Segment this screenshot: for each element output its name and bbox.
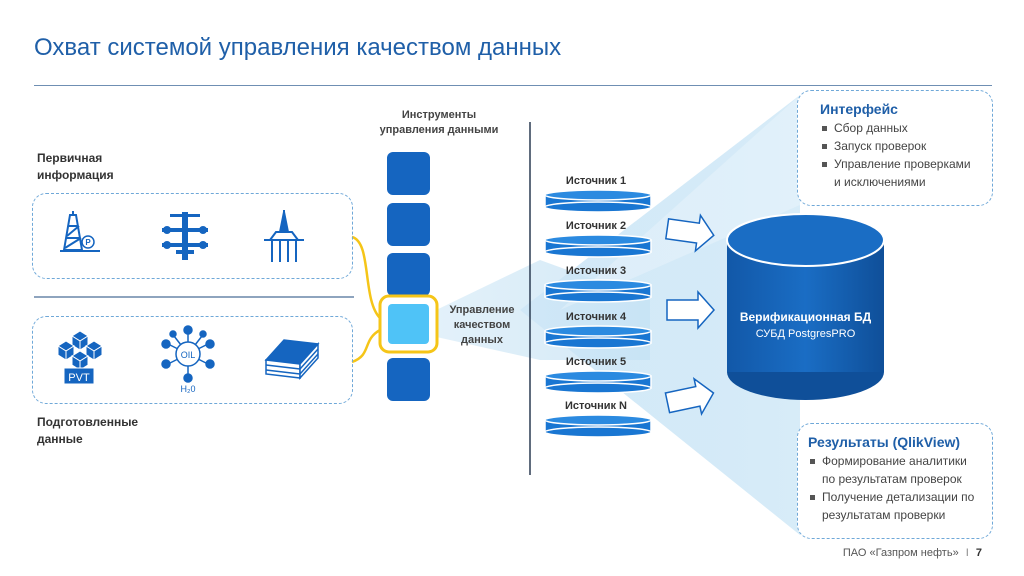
source-label-2: Источник 2 (565, 220, 627, 232)
footer-company: ПАО «Газпром нефть» (842, 547, 959, 559)
verification-beam (520, 95, 800, 535)
prepared-data-label: Подготовленные данные (37, 415, 139, 446)
oil-rig-icon (60, 211, 100, 252)
offshore-platform-icon (264, 210, 304, 262)
results-item-details: Получение детализации по результатам про… (808, 488, 982, 524)
tool-block-2 (387, 203, 430, 246)
arrow-icons (664, 213, 716, 417)
quality-block (388, 304, 429, 344)
source-disks (544, 189, 652, 438)
source-disk-2 (544, 234, 652, 258)
tool-blocks (378, 152, 439, 401)
tool-block-3 (387, 253, 430, 296)
database-title: Верификационная БД (739, 310, 872, 324)
connector-primary (351, 235, 381, 319)
interface-item-collect: Сбор данных (820, 119, 980, 137)
interface-item-manage: Управление проверками и исключениями (820, 155, 980, 191)
source-label-n: Источник N (564, 400, 627, 412)
oil-molecule-icon (161, 325, 215, 383)
source-label-5: Источник 5 (565, 356, 627, 368)
prepared-data-box (32, 316, 353, 404)
pvt-cubes-icon (57, 330, 103, 385)
interface-item-run-checks: Запуск проверок (820, 137, 980, 155)
source-label-3: Источник 3 (565, 265, 627, 277)
database-cylinder (726, 213, 885, 400)
connector-prepared (351, 328, 381, 364)
source-disk-n (544, 414, 652, 438)
oil-label: OIL (181, 350, 196, 360)
page-title: Охват системой управления качеством данн… (34, 34, 562, 61)
tools-label: Инструменты управления данными (379, 109, 499, 136)
source-label-1: Источник 1 (565, 175, 627, 187)
interface-panel-list: Сбор данных Запуск проверок Управление п… (820, 119, 980, 191)
interface-panel: Интерфейс Сбор данных Запуск проверок Уп… (797, 90, 993, 206)
results-panel: Результаты (QlikView) Формирование анали… (797, 423, 993, 539)
pressure-gauge-label: P (85, 238, 91, 247)
source-disk-4 (544, 325, 652, 349)
wellhead-icon (162, 212, 208, 260)
interface-panel-title: Интерфейс (820, 101, 898, 117)
results-panel-list: Формирование аналитики по результатам пр… (808, 452, 982, 524)
pvt-label: PVT (68, 372, 90, 384)
footer: ПАО «Газпром нефть» I 7 (843, 547, 982, 559)
source-disk-1 (544, 189, 652, 213)
results-item-analytics: Формирование аналитики по результатам пр… (808, 452, 982, 488)
pressure-gauge-icon: P (81, 235, 95, 249)
footer-separator: I (965, 547, 969, 559)
reservoir-layers-icon (264, 339, 320, 380)
source-disk-3 (544, 279, 652, 303)
source-disk-5 (544, 370, 652, 394)
tool-block-5 (387, 358, 430, 401)
primary-info-box (32, 193, 353, 279)
tool-block-1 (387, 152, 430, 195)
page-number: 7 (975, 547, 982, 559)
title-divider (34, 85, 992, 86)
primary-info-label: Первичная информация (37, 151, 114, 182)
quality-label: Управление качеством данных (449, 304, 515, 346)
source-label-4: Источник 4 (565, 311, 627, 323)
water-label: H₂0 (181, 384, 196, 394)
database-subtitle: СУБД PostgresPRO (755, 328, 856, 340)
results-panel-title: Результаты (QlikView) (808, 434, 961, 450)
